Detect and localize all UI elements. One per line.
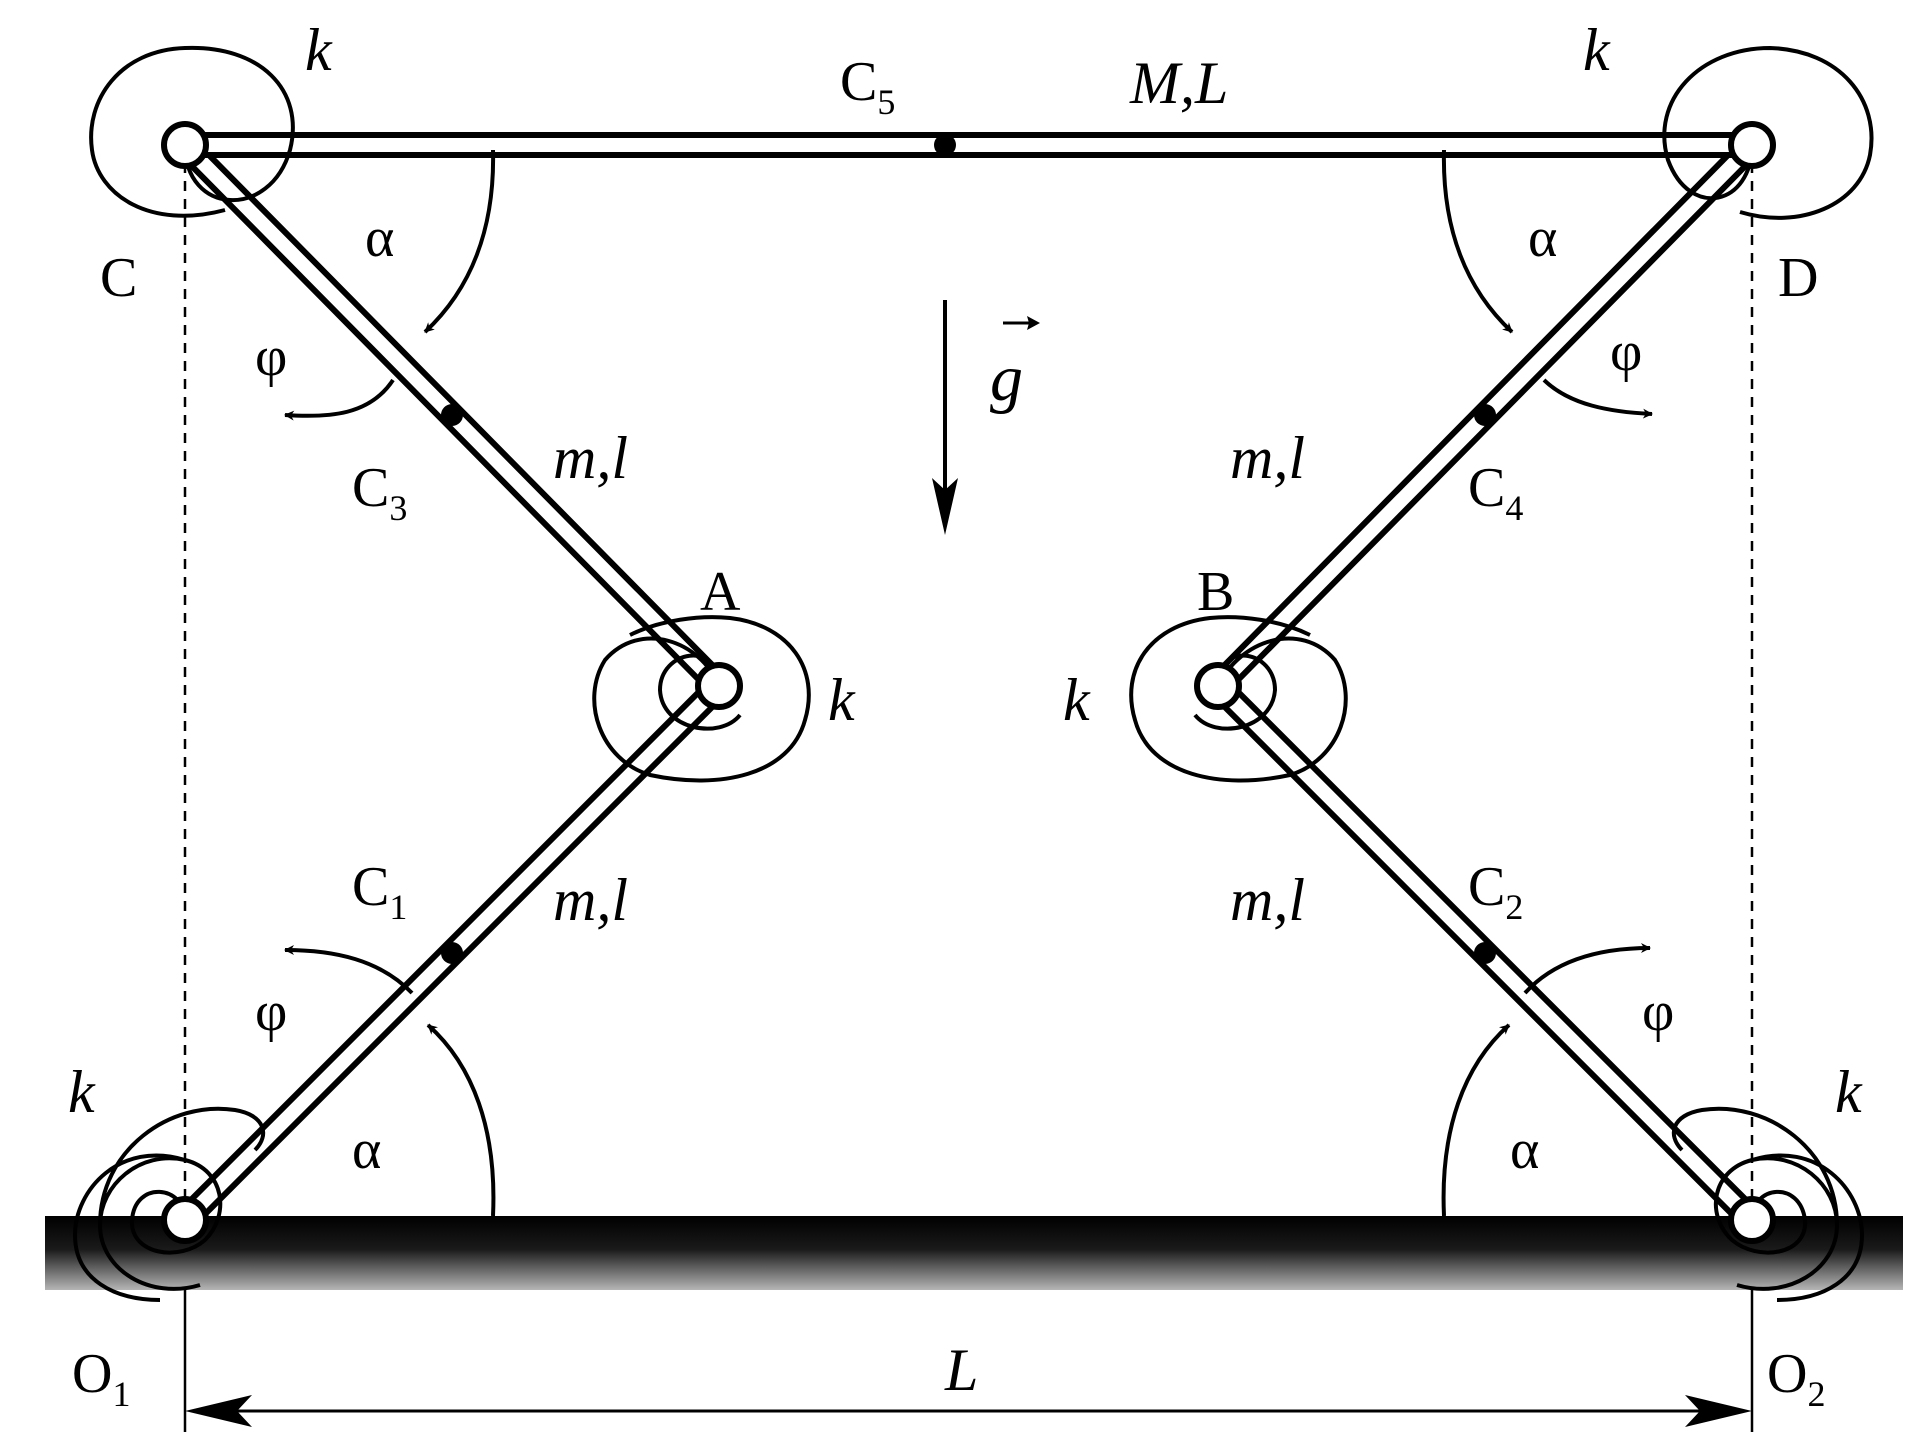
joint-O2 xyxy=(1728,1196,1776,1244)
label-gravity: g xyxy=(990,342,1023,415)
label-side-rod-upper-right: m,l xyxy=(1230,425,1305,491)
gravity-vector-mark xyxy=(1003,316,1040,330)
center-C4 xyxy=(1474,404,1496,426)
label-point-C: C xyxy=(100,247,137,309)
label-alpha-O1: α xyxy=(352,1119,381,1181)
label-phi-C2: φ xyxy=(1642,981,1674,1043)
label-phi-C3: φ xyxy=(255,326,287,388)
label-center-C5: C5 xyxy=(840,51,895,122)
center-C3 xyxy=(441,404,463,426)
label-alpha-O2: α xyxy=(1510,1119,1539,1181)
label-spring-k-B: k xyxy=(1063,667,1091,733)
label-point-A: A xyxy=(700,561,741,623)
center-C5 xyxy=(934,134,956,156)
rotation-arrow-phi-C2 xyxy=(1523,943,1651,995)
label-spring-k-D: k xyxy=(1583,17,1611,83)
gravity-arrow xyxy=(932,300,958,535)
spring-B xyxy=(1129,615,1348,783)
rotation-arrow-phi-C4 xyxy=(1542,378,1653,419)
label-distance-L: L xyxy=(944,1337,978,1403)
joint-O1 xyxy=(161,1196,209,1244)
label-side-rod-lower-left: m,l xyxy=(553,867,628,933)
label-spring-k-A: k xyxy=(828,667,856,733)
joint-D xyxy=(1728,121,1776,169)
label-alpha-D: α xyxy=(1528,207,1557,269)
label-point-D: D xyxy=(1778,247,1818,309)
label-point-O2: O2 xyxy=(1767,1343,1825,1414)
angle-arc-alpha-C xyxy=(423,149,496,334)
label-spring-k-C: k xyxy=(305,17,333,83)
angle-arc-alpha-D xyxy=(1441,149,1514,334)
label-point-O1: O1 xyxy=(72,1343,130,1414)
spring-O1 xyxy=(72,1106,266,1302)
spring-D xyxy=(1662,45,1874,220)
dimension-arrow-L xyxy=(185,1395,1752,1427)
label-center-C3: C3 xyxy=(352,457,407,528)
label-top-rod: M,L xyxy=(1129,50,1228,116)
spring-O2 xyxy=(1671,1106,1865,1302)
label-spring-k-O2: k xyxy=(1835,1059,1863,1125)
label-alpha-C: α xyxy=(365,207,394,269)
label-side-rod-lower-right: m,l xyxy=(1230,867,1305,933)
label-center-C4: C4 xyxy=(1468,457,1523,528)
rotation-arrow-phi-C1 xyxy=(284,945,414,995)
rotation-arrow-phi-C3 xyxy=(284,378,395,421)
angle-arc-alpha-O2 xyxy=(1441,1023,1511,1217)
joint-A xyxy=(695,662,743,710)
label-center-C2: C2 xyxy=(1468,856,1523,927)
label-phi-C4: φ xyxy=(1610,321,1642,383)
label-point-B: B xyxy=(1197,561,1234,623)
joint-B xyxy=(1194,662,1242,710)
spring-A xyxy=(592,615,811,783)
angle-arc-alpha-O1 xyxy=(426,1023,496,1217)
spring-C xyxy=(89,45,295,218)
label-center-C1: C1 xyxy=(352,856,407,927)
label-side-rod-upper-left: m,l xyxy=(553,425,628,491)
label-phi-C1: φ xyxy=(255,981,287,1043)
ground xyxy=(45,1216,1903,1290)
joint-C xyxy=(161,121,209,169)
label-spring-k-O1: k xyxy=(68,1059,96,1125)
center-C2 xyxy=(1474,942,1496,964)
center-C1 xyxy=(441,942,463,964)
